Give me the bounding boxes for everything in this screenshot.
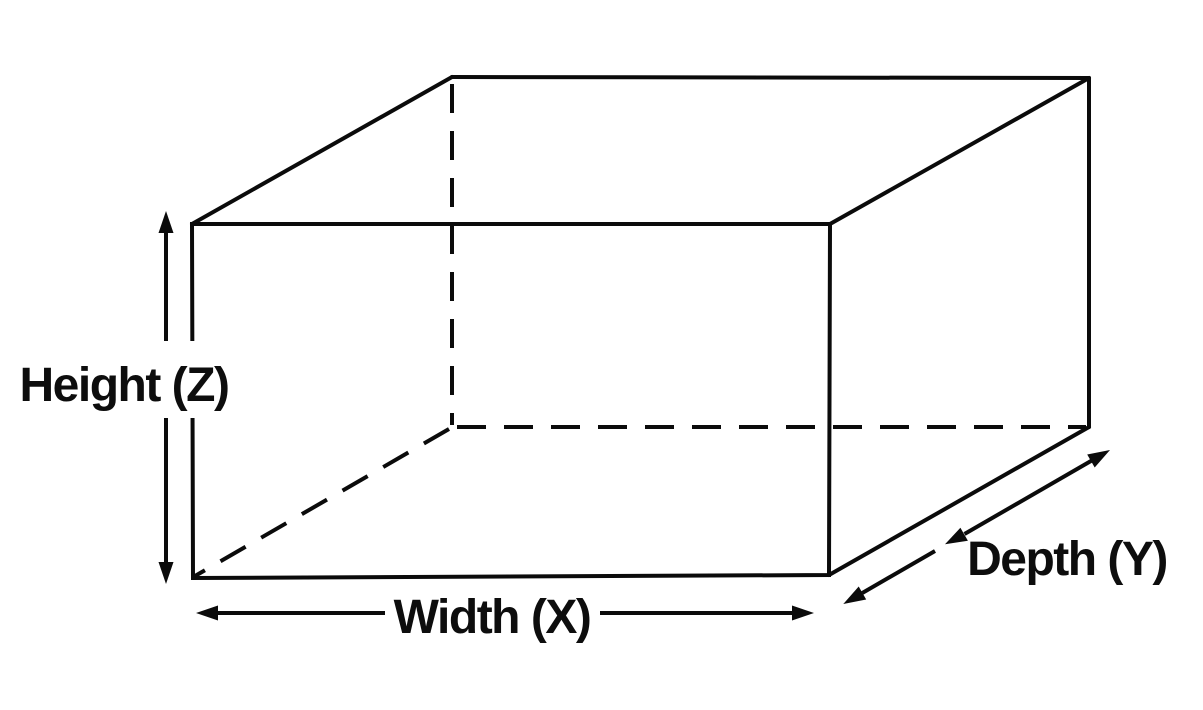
width-label: Width (X): [394, 591, 591, 644]
depth-arrow-mid-head-icon: [945, 527, 968, 545]
front-face-outline: [189, 222, 833, 581]
width-arrow-left-head-icon: [196, 605, 218, 621]
depth-label: Depth (Y): [967, 533, 1167, 586]
depth-arrow-upper-line: [963, 458, 1093, 536]
width-arrow: [196, 605, 814, 621]
top-right-receding-edge: [828, 76, 1091, 226]
hidden-edge-bottom-left-diagonal: [193, 427, 451, 578]
height-label: Height (Z): [20, 359, 229, 412]
cuboid-hidden-edges: [193, 84, 1086, 578]
depth-arrow-upper-head-icon: [1087, 450, 1110, 468]
height-arrow-down-head-icon: [158, 562, 174, 584]
bottom-right-receding-edge: [827, 425, 1091, 577]
height-arrow-up-head-icon: [158, 211, 174, 233]
depth-arrow-lower-head-icon: [843, 586, 867, 604]
cuboid-solid-edges: [189, 75, 1091, 581]
depth-arrow: [843, 450, 1110, 604]
top-left-receding-edge: [190, 75, 454, 226]
top-back-edge: [450, 75, 1091, 80]
height-label-background: [8, 341, 242, 418]
width-arrow-right-head-icon: [792, 605, 814, 621]
depth-arrow-lower-line: [861, 549, 937, 595]
